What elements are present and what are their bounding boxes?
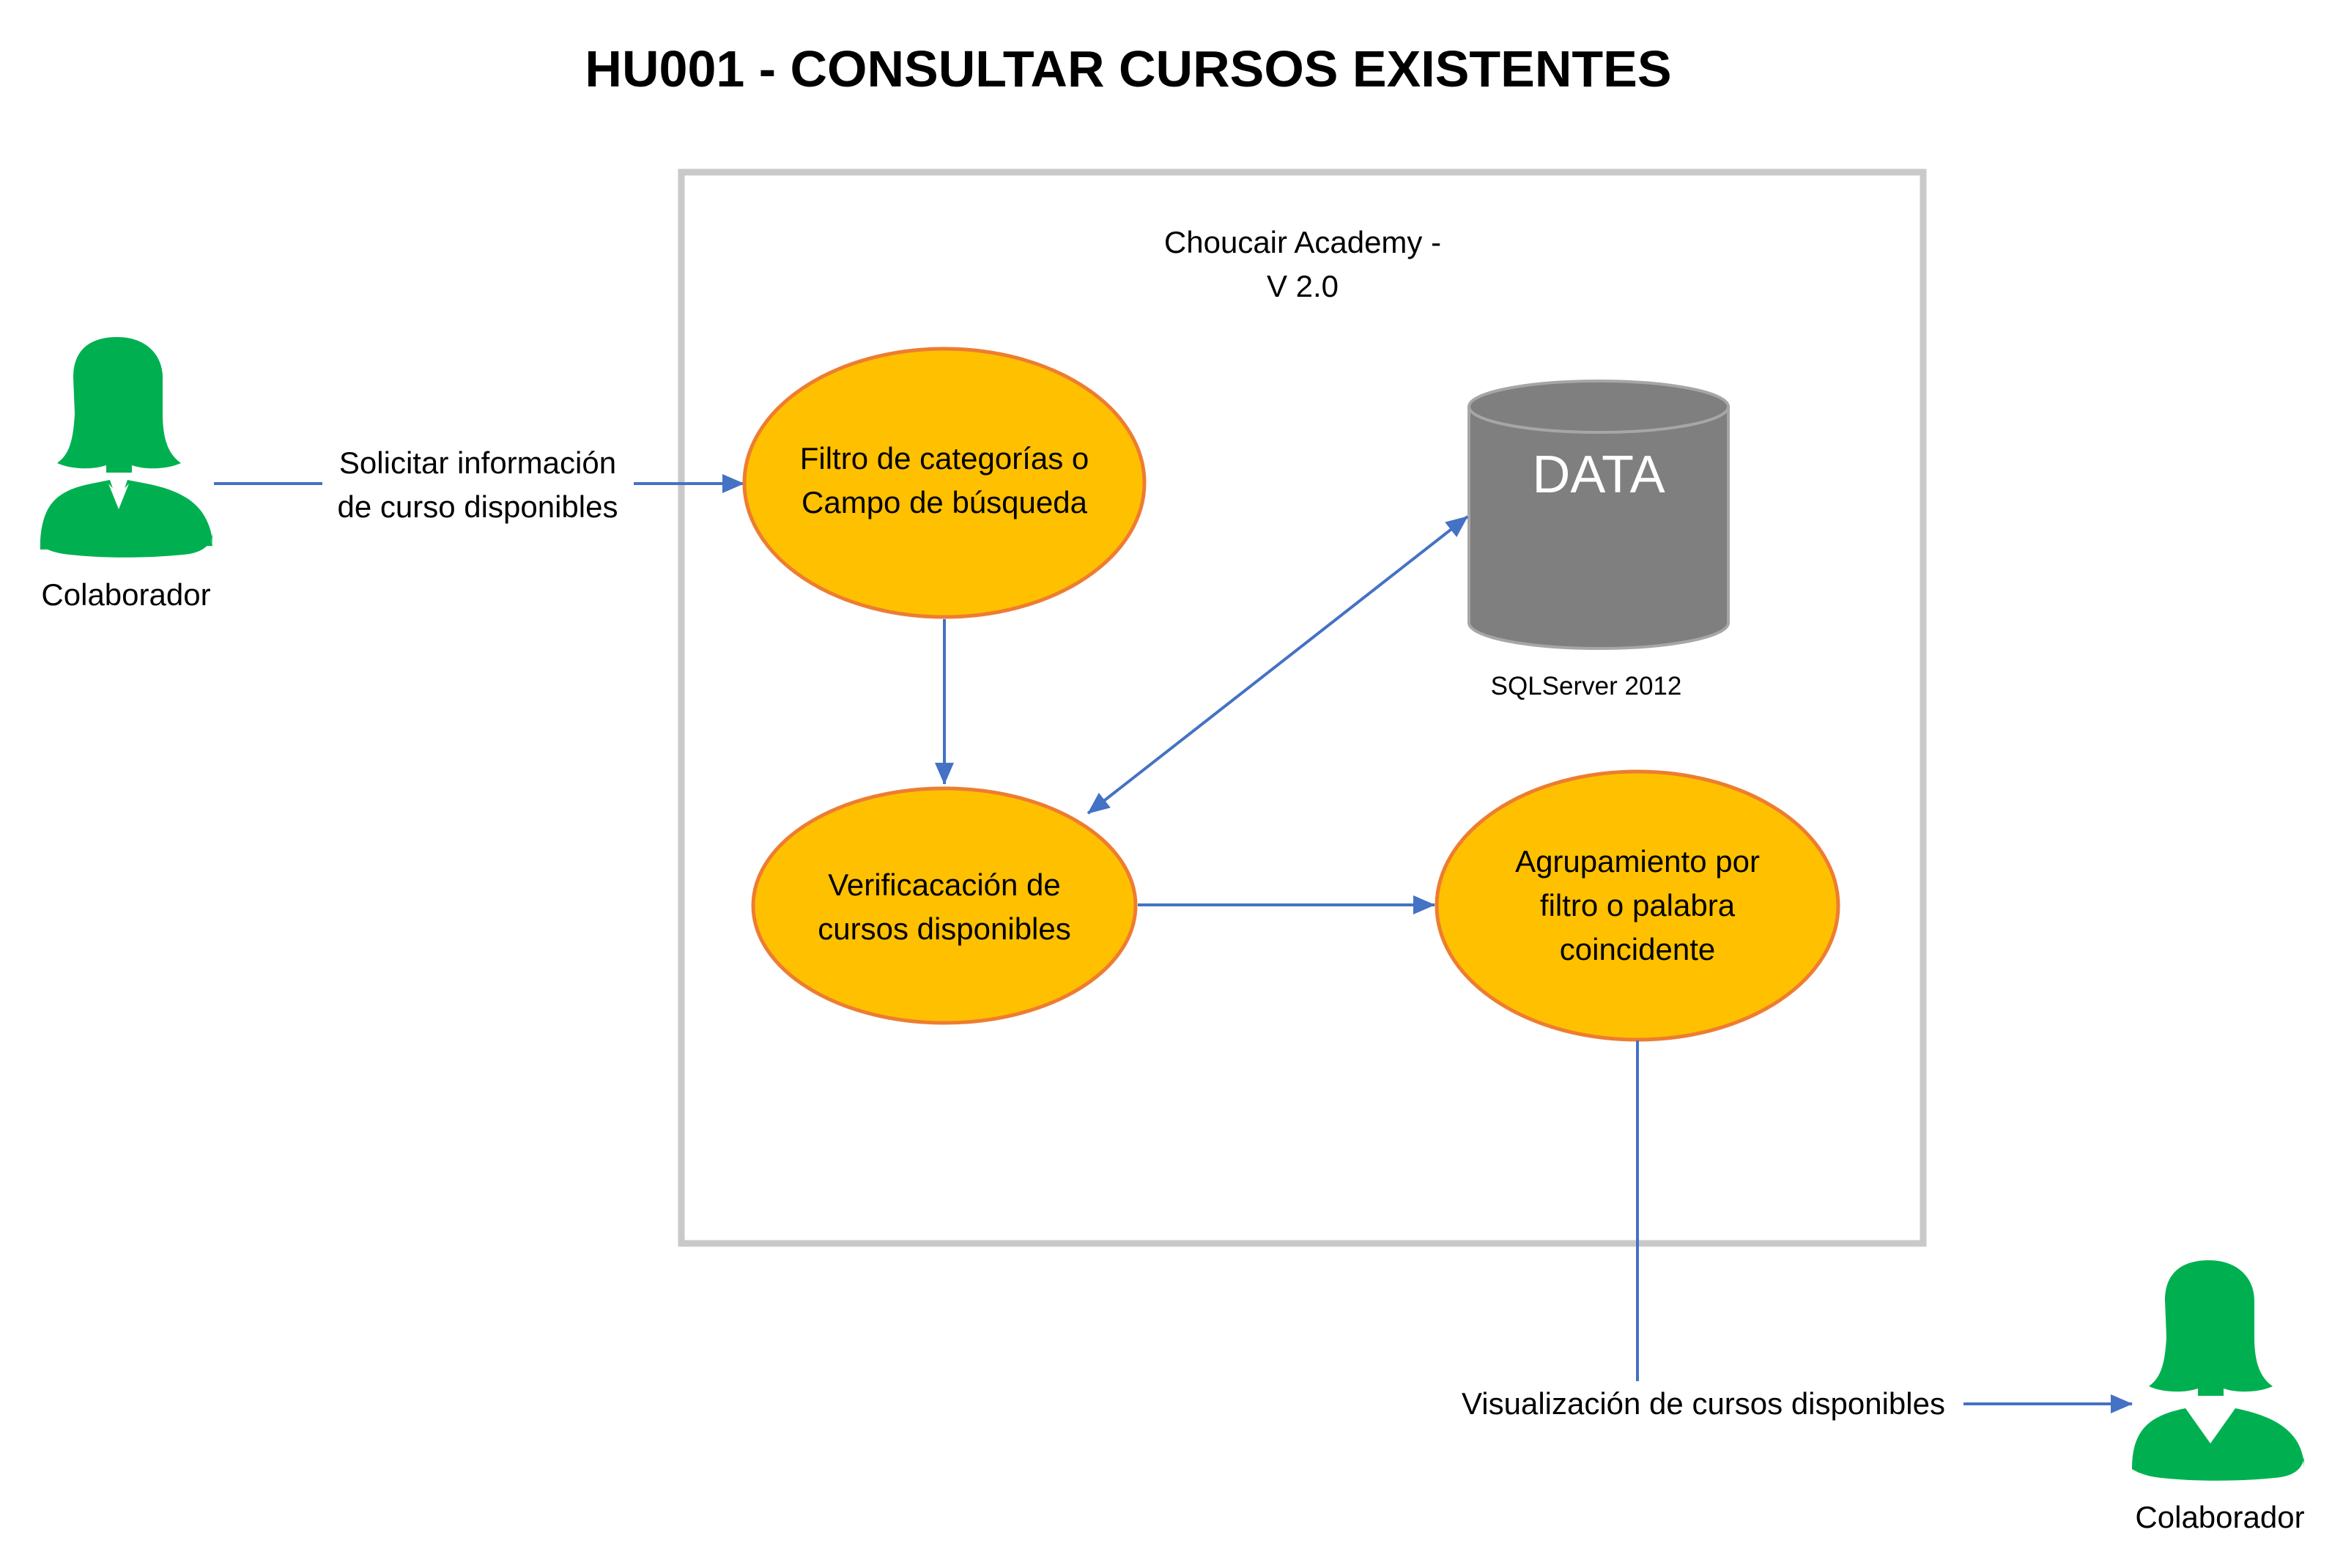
system-boundary bbox=[678, 169, 1927, 1247]
process-group bbox=[1435, 769, 1840, 1042]
process-group-line1: Agrupamiento por bbox=[1515, 844, 1760, 879]
diagram-title: HU001 - CONSULTAR CURSOS EXISTENTES bbox=[585, 40, 1671, 97]
process-group-line3: coincidente bbox=[1560, 932, 1715, 966]
actor-left-label: Colaborador bbox=[41, 577, 210, 612]
actor-right-label: Colaborador bbox=[2135, 1500, 2304, 1534]
datastore-label: DATA bbox=[1532, 445, 1665, 504]
process-filter bbox=[742, 347, 1147, 619]
user-female-icon bbox=[40, 337, 212, 558]
flow-verify-datastore bbox=[1087, 515, 1469, 815]
process-verify-line1: Verificacación de bbox=[828, 868, 1061, 902]
datastore-caption: SQLServer 2012 bbox=[1491, 672, 1682, 700]
process-filter-line1: Filtro de categorías o bbox=[800, 441, 1089, 476]
flow-request-label-line2: de curso disponibles bbox=[338, 489, 618, 524]
database-cylinder-icon bbox=[1467, 380, 1730, 650]
process-group-line2: filtro o palabra bbox=[1540, 888, 1736, 922]
flow-display-label: Visualización de cursos disponibles bbox=[1462, 1386, 1945, 1421]
system-label-line1: Choucair Academy - bbox=[1164, 225, 1441, 259]
process-filter-line2: Campo de búsqueda bbox=[802, 485, 1088, 519]
process-verify-line2: cursos disponibles bbox=[818, 911, 1071, 946]
process-verify bbox=[751, 786, 1138, 1025]
user-female-icon bbox=[2132, 1260, 2304, 1481]
flow-request-label-line1: Solicitar información bbox=[339, 445, 616, 480]
system-label-line2: V 2.0 bbox=[1267, 269, 1339, 303]
